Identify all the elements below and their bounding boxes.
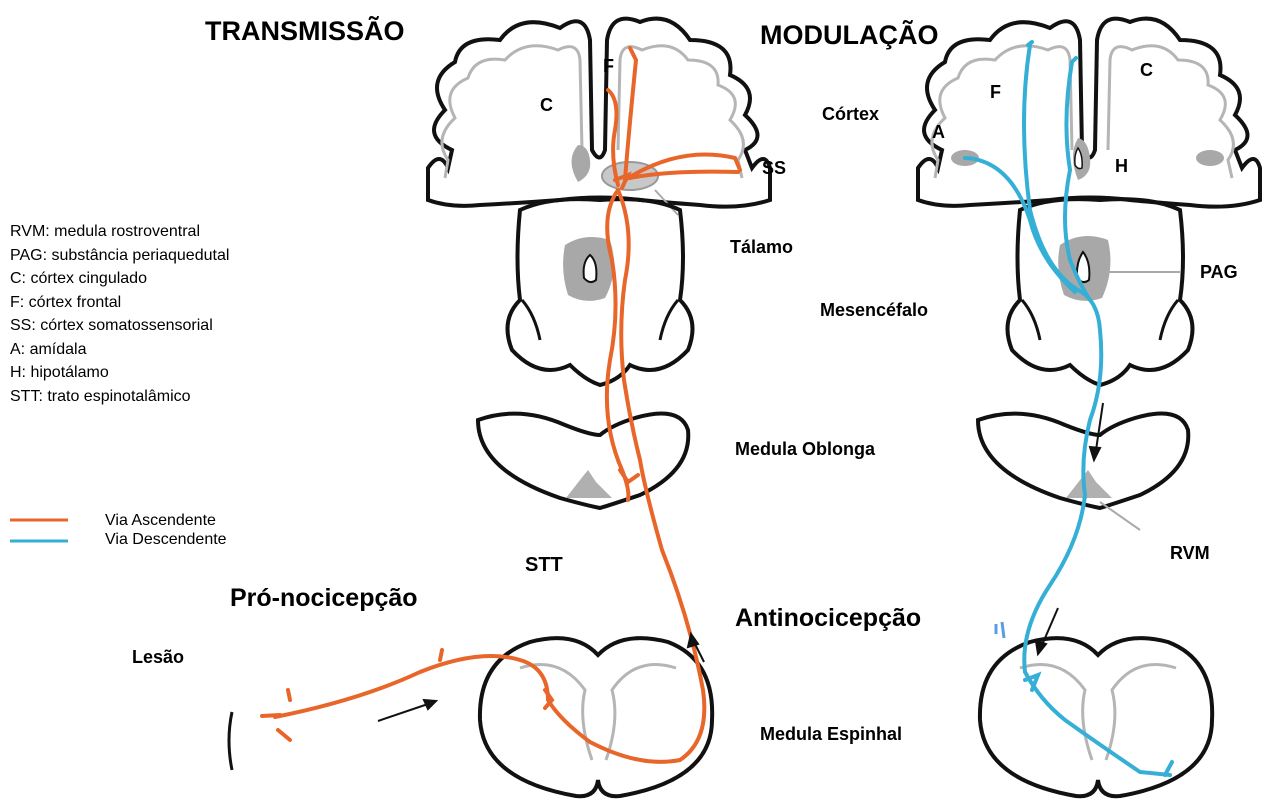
legend-ascending-label: Via Ascendente [105, 512, 216, 530]
right-spinal-cord-section [980, 638, 1212, 796]
lesion-fibers [262, 650, 442, 740]
abbr-f: F: córtex frontal [10, 291, 229, 315]
right-c-letter: C [1140, 60, 1153, 80]
abbr-pag: PAG: substância periaquedutal [10, 244, 229, 268]
abbr-ss: SS: córtex somatossensorial [10, 314, 229, 338]
left-medulla-nucleus [566, 470, 612, 498]
right-a-letter: A [932, 122, 945, 142]
abbr-c: C: córtex cingulado [10, 267, 229, 291]
right-cortex-outline [918, 19, 1260, 207]
left-cortex-outline [428, 19, 770, 207]
right-spinal-outline [980, 638, 1212, 796]
abbreviation-key: RVM: medula rostroventral PAG: substânci… [10, 220, 229, 408]
left-midbrain-section [508, 199, 693, 385]
left-spinal-cord-section [480, 638, 712, 796]
left-midbrain-inner [522, 300, 678, 340]
left-f-letter: F [603, 56, 614, 76]
ss-label: SS [762, 158, 786, 179]
rvm-label: RVM [1170, 543, 1210, 564]
right-medulla-nucleus [1066, 470, 1112, 498]
abbr-h: H: hipotálamo [10, 361, 229, 385]
pro-nociception-heading: Pró-nocicepção [230, 584, 418, 613]
ascending-collateral [607, 190, 629, 500]
left-ventricle [572, 145, 591, 182]
spinal-arrowhead [1036, 641, 1046, 654]
left-spinal-outline [480, 638, 712, 796]
midbrain-label: Mesencéfalo [820, 300, 928, 321]
abbr-stt: STT: trato espinotalâmico [10, 385, 229, 409]
right-h-letter: H [1115, 156, 1128, 176]
right-brain-section [918, 19, 1260, 207]
ascending-pathway [262, 48, 740, 762]
rvm-pointer [1100, 502, 1140, 530]
stt-label: STT [525, 554, 563, 577]
right-amygdala-contralateral [1196, 150, 1224, 166]
pag-label: PAG [1200, 262, 1238, 283]
medulla-arrowhead [1090, 447, 1100, 460]
transmission-heading: TRANSMISSÃO [205, 16, 405, 47]
left-brain-section [428, 19, 770, 215]
modulation-heading: MODULAÇÃO [760, 20, 938, 51]
abbr-rvm: RVM: medula rostroventral [10, 220, 229, 244]
left-c-letter: C [540, 95, 553, 115]
lesion-arrow [378, 704, 428, 721]
lesion-arrowhead [424, 700, 436, 709]
left-medulla-section [478, 414, 688, 508]
abbr-a: A: amídala [10, 338, 229, 362]
legend-descending-label: Via Descendente [105, 531, 227, 549]
spinal-cord-label: Medula Espinhal [760, 724, 902, 745]
medulla-arrow [1096, 403, 1103, 450]
medulla-oblongata-label: Medula Oblonga [735, 439, 875, 460]
medulla-synapse [620, 470, 638, 482]
thalamus-label: Tálamo [730, 237, 793, 258]
antinociception-heading: Antinocicepção [735, 604, 921, 633]
descending-arrows [1036, 403, 1103, 654]
lesion-mark [229, 712, 232, 770]
lesion-label: Lesão [132, 647, 184, 668]
antinociception-mark [996, 622, 1004, 638]
right-f-letter: F [990, 82, 1001, 102]
cortex-label: Córtex [822, 104, 879, 125]
